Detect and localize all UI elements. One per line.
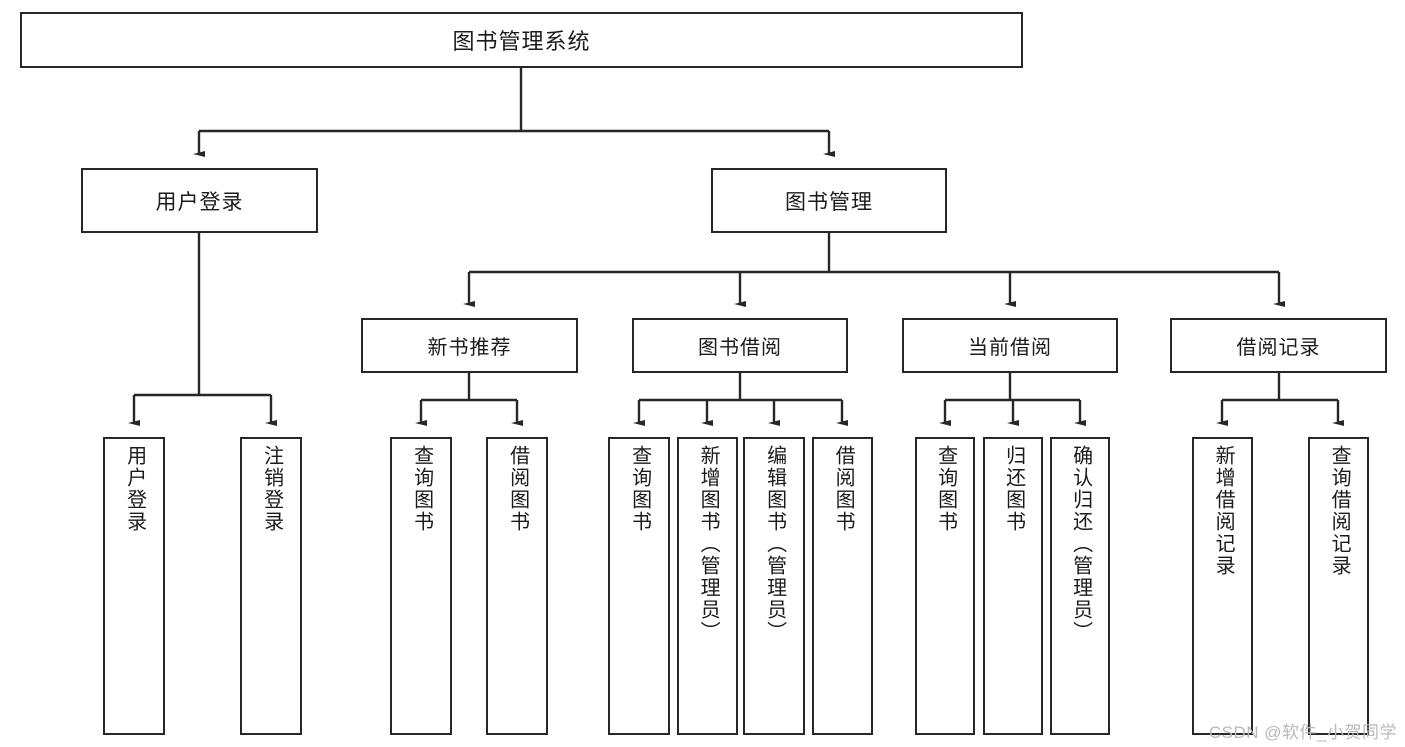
node-user-login-label: 用户登录 <box>155 190 244 214</box>
node-new-book-recommendation-label: 新书推荐 <box>427 337 512 359</box>
leaf-borrow-book-borrow[interactable]: 借阅图书 <box>812 437 873 735</box>
node-book-borrow-label: 图书借阅 <box>698 337 782 359</box>
leaf-logout-label: 注销登录 <box>260 445 283 533</box>
leaf-user-login[interactable]: 用户登录 <box>103 437 165 735</box>
node-user-login[interactable]: 用户登录 <box>81 168 318 233</box>
leaf-add-borrow-record-label: 新增借阅记录 <box>1212 445 1235 577</box>
leaf-edit-book-admin[interactable]: 编辑图书（管理员） <box>743 437 805 735</box>
node-borrow-record-label: 借阅记录 <box>1236 337 1321 359</box>
leaf-return-book-label: 归还图书 <box>1002 445 1025 533</box>
leaf-confirm-return-admin-label: 确认归还（管理员） <box>1069 445 1092 643</box>
node-root[interactable]: 图书管理系统 <box>20 12 1023 68</box>
node-book-manage[interactable]: 图书管理 <box>711 168 947 233</box>
node-current-borrow[interactable]: 当前借阅 <box>902 318 1118 373</box>
leaf-add-book-admin[interactable]: 新增图书（管理员） <box>677 437 738 735</box>
leaf-query-borrow-record-label: 查询借阅记录 <box>1328 445 1351 577</box>
leaf-logout[interactable]: 注销登录 <box>240 437 302 735</box>
leaf-query-book-borrow-label: 查询图书 <box>628 445 651 533</box>
node-borrow-record[interactable]: 借阅记录 <box>1170 318 1387 373</box>
leaf-borrow-book-borrow-label: 借阅图书 <box>832 445 855 533</box>
leaf-query-book-borrow[interactable]: 查询图书 <box>608 437 670 735</box>
leaf-borrow-book-new-label: 借阅图书 <box>506 445 529 533</box>
leaf-confirm-return-admin[interactable]: 确认归还（管理员） <box>1050 437 1110 735</box>
node-current-borrow-label: 当前借阅 <box>968 337 1052 359</box>
leaf-return-book[interactable]: 归还图书 <box>983 437 1043 735</box>
leaf-query-borrow-record[interactable]: 查询借阅记录 <box>1308 437 1369 735</box>
leaf-add-book-admin-label: 新增图书（管理员） <box>697 445 720 643</box>
node-root-label: 图书管理系统 <box>452 29 591 54</box>
node-book-borrow[interactable]: 图书借阅 <box>632 318 848 373</box>
node-new-book-recommendation[interactable]: 新书推荐 <box>361 318 578 373</box>
leaf-add-borrow-record[interactable]: 新增借阅记录 <box>1192 437 1253 735</box>
leaf-query-book-current-label: 查询图书 <box>934 445 957 533</box>
leaf-edit-book-admin-label: 编辑图书（管理员） <box>763 445 786 643</box>
leaf-query-book-new[interactable]: 查询图书 <box>390 437 452 735</box>
leaf-query-book-new-label: 查询图书 <box>410 445 433 533</box>
node-book-manage-label: 图书管理 <box>785 190 873 214</box>
leaf-user-login-label: 用户登录 <box>123 445 146 533</box>
leaf-query-book-current[interactable]: 查询图书 <box>915 437 975 735</box>
leaf-borrow-book-new[interactable]: 借阅图书 <box>486 437 548 735</box>
